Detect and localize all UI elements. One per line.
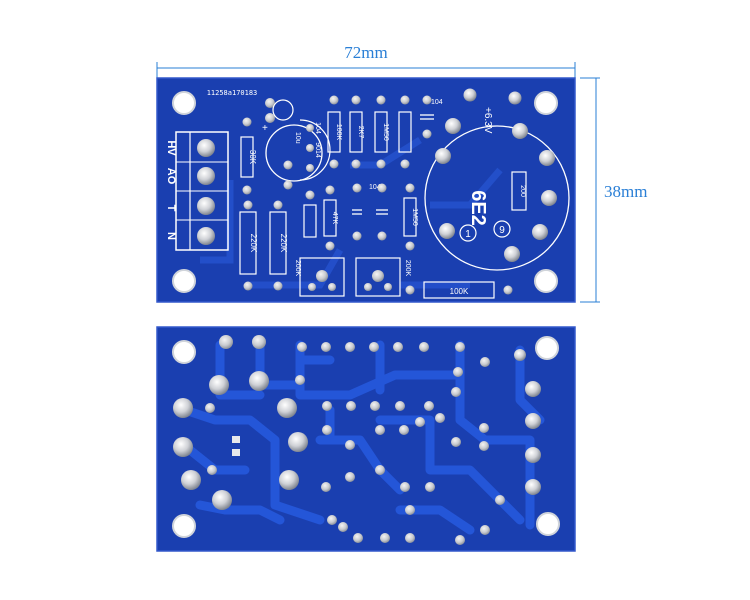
- svg-text:1: 1: [465, 229, 471, 240]
- resistor-100k-horizontal: 100K: [405, 281, 513, 299]
- svg-text:2K7: 2K7: [357, 126, 364, 139]
- resistor-220k-a: 220K: [239, 200, 258, 291]
- resistor-100k: 100K: [327, 95, 342, 169]
- width-label: 72mm: [344, 43, 387, 62]
- mounting-holes-bottom: [172, 336, 560, 538]
- resistor-220k-b: 220K: [269, 200, 288, 291]
- resistor-column-d: [398, 95, 412, 169]
- svg-text:200K: 200K: [404, 260, 411, 277]
- terminal-block: N T AO HV: [165, 131, 229, 251]
- svg-text:100K: 100K: [450, 287, 469, 296]
- resistor-1m50-b: 1M50: [403, 183, 418, 251]
- terminal-label-t: T: [165, 205, 177, 212]
- svg-text:+: +: [262, 123, 268, 134]
- tube-socket-pads: [514, 349, 541, 495]
- tube-label: 6E2: [467, 190, 489, 226]
- svg-text:220K: 220K: [279, 234, 288, 253]
- resistor-2k7: 2K7: [349, 95, 364, 169]
- large-solder-pads: [173, 335, 308, 510]
- capacitor-10u: + 10u: [262, 98, 323, 190]
- svg-text:104: 104: [369, 184, 381, 191]
- svg-text:220K: 220K: [249, 234, 258, 253]
- height-label: 38mm: [604, 182, 647, 201]
- bottom-board: [156, 326, 576, 552]
- svg-text:100K: 100K: [335, 124, 342, 141]
- resistor-30k: 30K: [240, 117, 257, 195]
- trimmer-200k-b: 200K: [355, 257, 411, 297]
- resistor-col-b: [303, 190, 317, 238]
- terminal-label-hv: HV: [165, 140, 177, 156]
- capacitor-104-mid: 104: [352, 183, 388, 241]
- svg-text:47K: 47K: [331, 212, 338, 225]
- board-serial: 11258a170183: [207, 89, 258, 97]
- width-dimension: 72mm: [156, 43, 576, 80]
- top-board: 11258a170183 N T AO HV 30K: [156, 77, 576, 303]
- svg-text:30K: 30K: [248, 150, 257, 165]
- tube-supply-label: +6.3V: [482, 107, 493, 134]
- capacitor-104-top: 104: [420, 95, 443, 139]
- tube-socket-6e2: 6E2 +6.3V 1 9 200: [424, 88, 570, 271]
- terminal-label-ao: AO: [165, 168, 177, 185]
- small-solder-pads: [205, 342, 505, 545]
- svg-text:1M50: 1M50: [382, 123, 389, 141]
- trimmer-200k-a: 200K: [294, 257, 345, 297]
- svg-text:1M50: 1M50: [411, 208, 418, 226]
- terminal-label-n: N: [165, 232, 177, 240]
- svg-text:9014: 9014: [314, 142, 321, 158]
- svg-text:104: 104: [431, 99, 443, 106]
- mounting-holes-top: [172, 91, 558, 293]
- svg-text:200: 200: [519, 185, 526, 197]
- svg-text:104: 104: [314, 122, 321, 134]
- resistor-47k: 47K: [323, 185, 338, 251]
- height-dimension: 38mm: [580, 77, 647, 303]
- resistor-1m50-a: 1M50: [374, 95, 389, 169]
- svg-text:200K: 200K: [294, 260, 301, 277]
- svg-text:10u: 10u: [294, 132, 301, 144]
- svg-text:9: 9: [499, 225, 505, 236]
- transistor-9014: 9014 104: [299, 119, 331, 181]
